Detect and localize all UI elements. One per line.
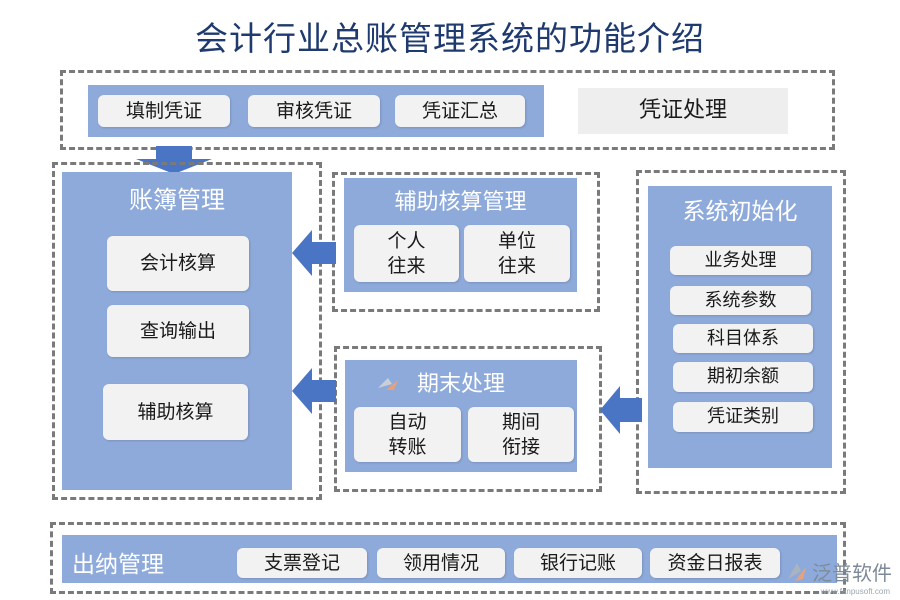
- cashier-item-check-register: 支票登记: [237, 548, 367, 578]
- period-end-section: [334, 346, 602, 492]
- init-section: [636, 170, 846, 494]
- init-item-opening-balance: 期初余额: [673, 362, 813, 392]
- period-end-item-period-link: 期间 衔接: [468, 407, 574, 462]
- init-item-params: 系统参数: [670, 286, 811, 315]
- ledger-item-query-output: 查询输出: [107, 305, 249, 357]
- init-item-business: 业务处理: [670, 246, 811, 275]
- ledger-section: [52, 162, 322, 500]
- ledger-title: 账簿管理: [129, 186, 225, 214]
- aux-item-unit: 单位 往来: [464, 225, 570, 282]
- voucher-processing-label: 凭证处理: [578, 88, 788, 134]
- watermark-logo: 泛普软件: [786, 557, 892, 586]
- watermark-url: www.fanpusoft.com: [820, 587, 890, 596]
- period-end-title: 期末处理: [416, 372, 505, 397]
- page-title: 会计行业总账管理系统的功能介绍: [195, 19, 705, 58]
- arrow-left-icon: [292, 368, 336, 414]
- voucher-item-summary: 凭证汇总: [395, 95, 525, 127]
- aux-item-personal: 个人 往来: [354, 225, 459, 282]
- init-item-subjects: 科目体系: [673, 324, 813, 353]
- logo-mark-icon: [378, 378, 398, 390]
- cashier-item-usage: 领用情况: [377, 548, 505, 578]
- voucher-item-fill: 填制凭证: [98, 95, 230, 127]
- arrow-left-icon: [292, 230, 336, 276]
- brand-logo-icon: [788, 562, 806, 581]
- watermark-brand: 泛普软件: [812, 563, 892, 585]
- voucher-section: [60, 70, 835, 150]
- init-title: 系统初始化: [682, 199, 798, 225]
- period-end-item-auto-transfer: 自动 转账: [354, 407, 461, 462]
- voucher-item-review: 审核凭证: [248, 95, 380, 127]
- init-item-voucher-types: 凭证类别: [673, 402, 813, 432]
- ledger-item-aux-accounting: 辅助核算: [103, 384, 248, 440]
- arrow-left-icon: [600, 386, 642, 434]
- cashier-title: 出纳管理: [72, 552, 164, 578]
- aux-title: 辅助核算管理: [394, 190, 527, 215]
- cashier-item-bank-ledger: 银行记账: [514, 548, 642, 578]
- cashier-section: [50, 522, 846, 594]
- cashier-item-daily-report: 资金日报表: [650, 548, 780, 578]
- ledger-item-accounting: 会计核算: [107, 236, 249, 291]
